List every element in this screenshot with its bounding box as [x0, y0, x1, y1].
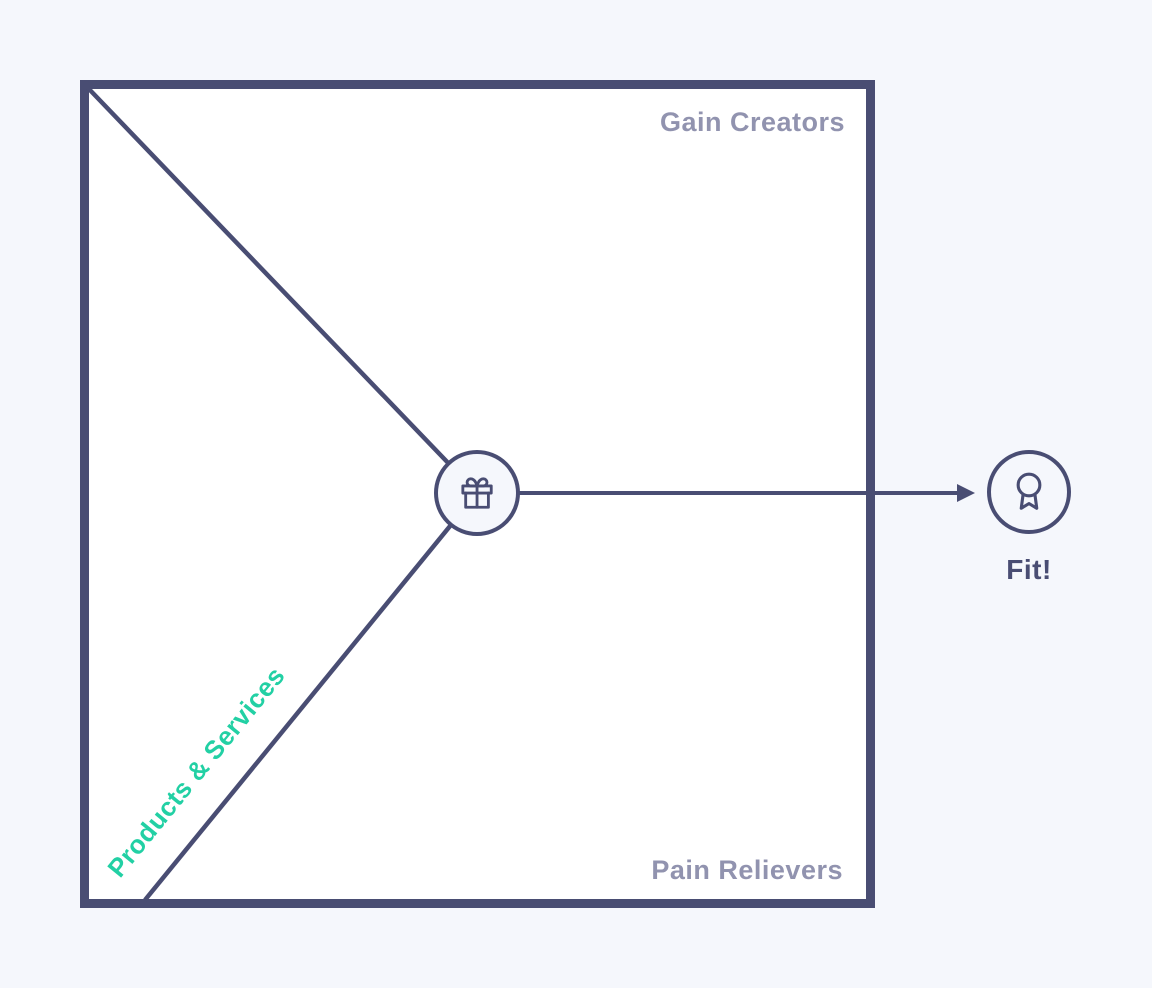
pain-relievers-divider-line — [143, 491, 479, 902]
gift-icon — [461, 477, 493, 509]
award-icon — [1016, 472, 1042, 510]
fit-circle — [987, 450, 1071, 534]
fit-label: Fit! — [1006, 554, 1052, 585]
pain-relievers-label: Pain Relievers — [651, 855, 843, 885]
gain-creators-label: Gain Creators — [660, 107, 845, 137]
fit-arrowhead — [957, 484, 975, 502]
gain-creators-divider-line — [86, 86, 479, 495]
